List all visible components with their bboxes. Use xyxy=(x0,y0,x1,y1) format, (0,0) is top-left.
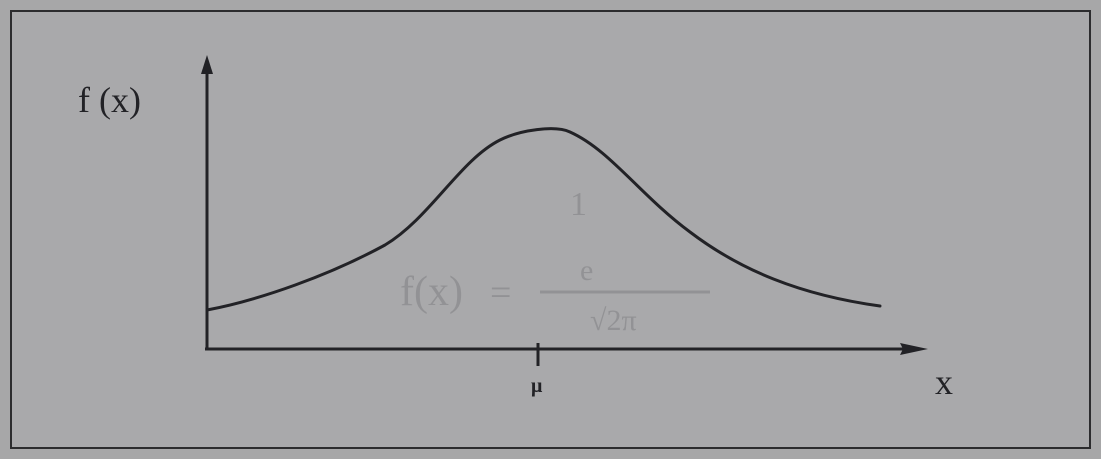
svg-text:=: = xyxy=(490,272,511,314)
x-axis-label: x xyxy=(935,362,953,402)
mu-label: μ xyxy=(531,375,543,397)
svg-text:f(x): f(x) xyxy=(400,269,463,315)
y-axis-arrowhead xyxy=(201,55,213,74)
faint-background-formula: f(x) = e √2π 1 xyxy=(400,186,710,337)
bell-curve xyxy=(205,127,882,312)
svg-text:e: e xyxy=(580,254,593,287)
diagram-panel xyxy=(10,10,1091,449)
svg-text:1: 1 xyxy=(570,186,587,223)
y-axis-label: f (x) xyxy=(78,80,141,120)
x-axis-arrowhead xyxy=(900,343,928,355)
svg-text:√2π: √2π xyxy=(590,304,637,337)
